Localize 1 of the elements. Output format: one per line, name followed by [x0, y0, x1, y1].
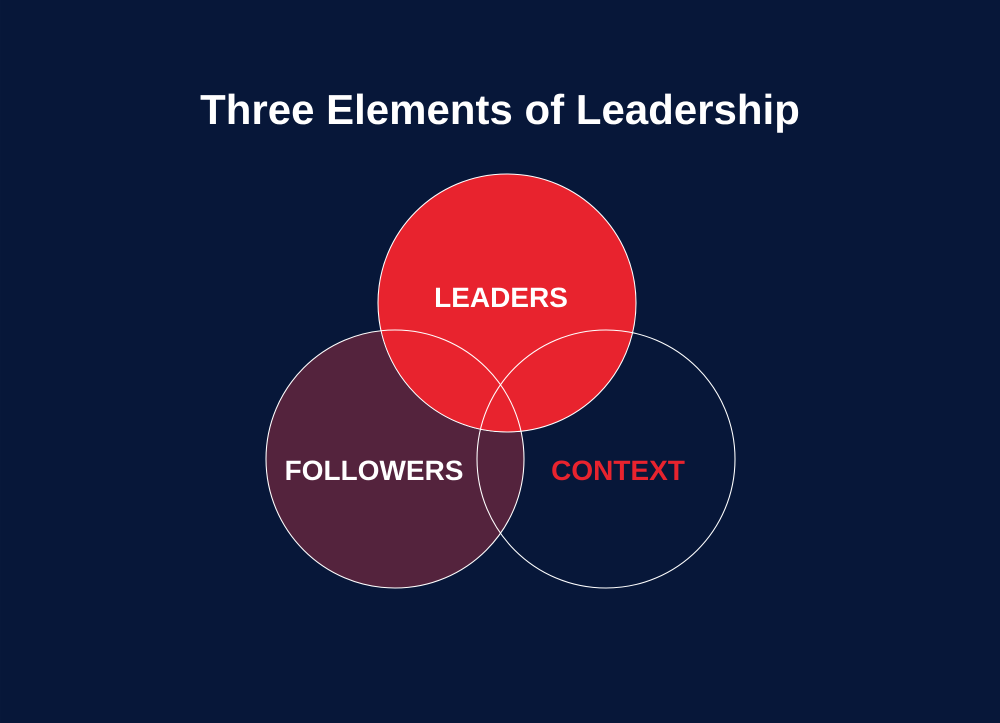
title: Three Elements of Leadership — [200, 94, 798, 133]
